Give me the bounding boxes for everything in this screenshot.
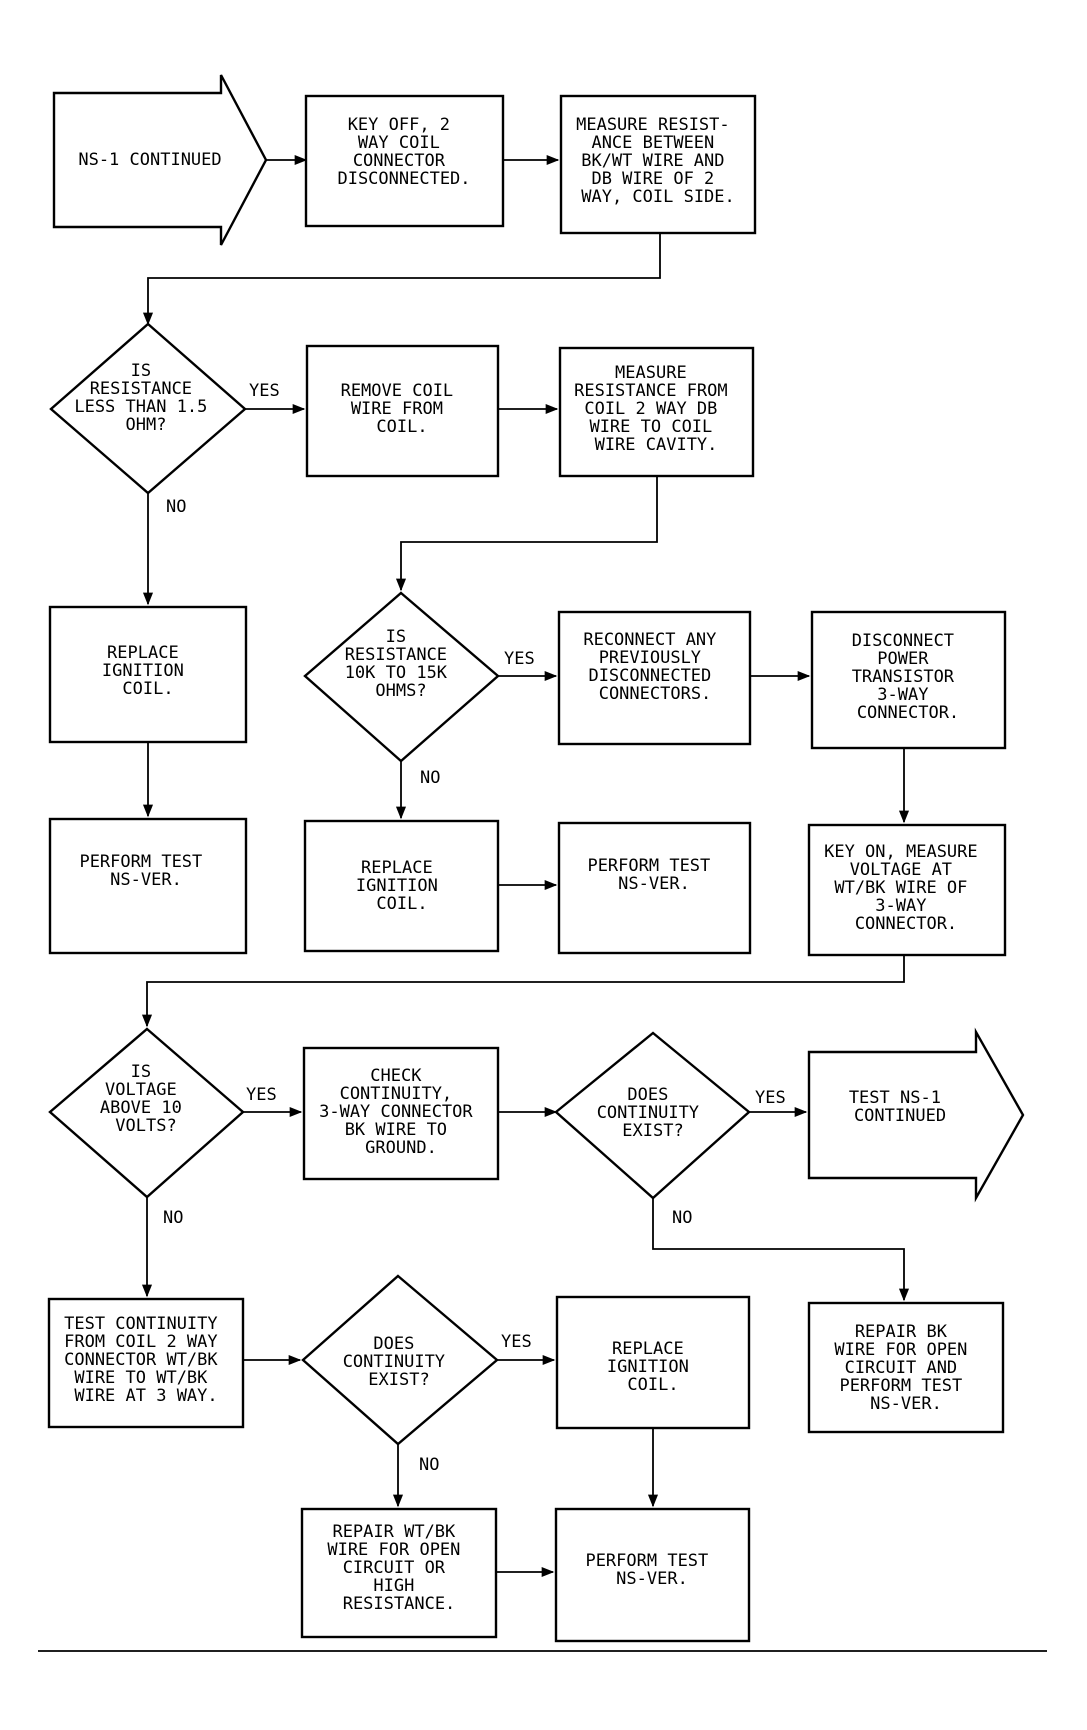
- label-no-3: NO: [163, 1208, 183, 1228]
- label-no-4: NO: [672, 1208, 692, 1228]
- end-arrow-label: TEST NS-1 CONTINUED: [849, 1088, 951, 1126]
- replace-coil-1-box: [48, 605, 248, 744]
- replace-coil-1-label: REPLACE IGNITION COIL.: [102, 643, 194, 699]
- decision-continuity-1: [554, 1031, 751, 1200]
- edge-dec4-no: [652, 1198, 910, 1302]
- edge-measure-to-dec1: [142, 233, 661, 326]
- label-yes-1: YES: [249, 381, 280, 401]
- replace-coil-2-label: REPLACE IGNITION COIL.: [356, 858, 448, 914]
- decision-resistance-1-5-label: IS RESISTANCE LESS THAN 1.5 OHM?: [74, 361, 217, 435]
- node-labels: NS-1 CONTINUED KEY OFF, 2 WAY COIL CONNE…: [64, 115, 988, 1614]
- decision-continuity-1-label: DOES CONTINUITY EXIST?: [597, 1085, 710, 1141]
- replace-coil-3-label: REPLACE IGNITION COIL.: [607, 1339, 699, 1395]
- measure-bkwt-box: [559, 94, 757, 235]
- perform-2-label: PERFORM TEST NS-VER.: [587, 856, 720, 894]
- measure-cavity-box: [558, 346, 755, 478]
- start-arrow-shape: [52, 74, 268, 246]
- label-yes-4: YES: [755, 1088, 786, 1108]
- label-no-5: NO: [419, 1455, 439, 1475]
- perform-3-box: [554, 1507, 751, 1643]
- connectors: [38, 154, 1047, 1652]
- decision-resistance-10k-label: IS RESISTANCE 10K TO 15K OHMS?: [345, 627, 458, 701]
- remove-coil-wire-label: REMOVE COIL WIRE FROM COIL.: [341, 381, 464, 437]
- key-off-label: KEY OFF, 2 WAY COIL CONNECTOR DISCONNECT…: [337, 115, 470, 189]
- decision-resistance-1-5: [49, 322, 247, 495]
- replace-coil-3-box: [555, 1295, 751, 1430]
- edge-labels: YES NO YES NO YES NO YES NO YES NO: [163, 381, 786, 1475]
- decision-resistance-10k: [303, 591, 500, 763]
- decision-voltage-label: IS VOLTAGE ABOVE 10 VOLTS?: [100, 1062, 192, 1136]
- decision-continuity-2: [301, 1274, 499, 1446]
- perform-1-box: [48, 817, 248, 955]
- repair-bk-label: REPAIR BK WIRE FOR OPEN CIRCUIT AND PERF…: [834, 1322, 977, 1414]
- start-arrow-label: NS-1 CONTINUED: [78, 150, 221, 170]
- test-continuity-box: [47, 1297, 245, 1429]
- repair-bk-box: [807, 1301, 1005, 1434]
- check-continuity-box: [302, 1046, 500, 1181]
- label-no-2: NO: [420, 768, 440, 788]
- decision-voltage: [48, 1027, 245, 1199]
- decision-continuity-2-label: DOES CONTINUITY EXIST?: [343, 1334, 456, 1390]
- label-yes-2: YES: [504, 649, 535, 669]
- perform-2-box: [557, 821, 752, 955]
- key-off-box: [304, 94, 505, 228]
- repair-wtbk-label: REPAIR WT/BK WIRE FOR OPEN CIRCUIT OR HI…: [327, 1522, 470, 1614]
- reconnect-label: RECONNECT ANY PREVIOUSLY DISCONNECTED CO…: [583, 630, 726, 704]
- replace-coil-2-box: [303, 819, 500, 953]
- edge-cavity-to-dec2: [395, 476, 658, 592]
- repair-wtbk-box: [300, 1507, 498, 1639]
- label-no-1: NO: [166, 497, 186, 517]
- check-continuity-label: CHECK CONTINUITY, 3-WAY CONNECTOR BK WIR…: [319, 1066, 483, 1158]
- test-continuity-label: TEST CONTINUITY FROM COIL 2 WAY CONNECTO…: [64, 1314, 228, 1406]
- label-yes-3: YES: [246, 1085, 277, 1105]
- perform-3-label: PERFORM TEST NS-VER.: [585, 1551, 718, 1589]
- label-yes-5: YES: [501, 1332, 532, 1352]
- end-arrow-shape: [807, 1027, 1025, 1203]
- key-on-label: KEY ON, MEASURE VOLTAGE AT WT/BK WIRE OF…: [824, 842, 988, 934]
- edge-keyon-to-dec3: [141, 955, 905, 1028]
- shapes: [47, 74, 1025, 1643]
- perform-1-label: PERFORM TEST NS-VER.: [79, 852, 212, 890]
- reconnect-box: [557, 610, 752, 746]
- measure-bkwt-label: MEASURE RESIST- ANCE BETWEEN BK/WT WIRE …: [576, 115, 740, 207]
- measure-cavity-label: MEASURE RESISTANCE FROM COIL 2 WAY DB WI…: [574, 363, 738, 455]
- disconnect-pt-label: DISCONNECT POWER TRANSISTOR 3-WAY CONNEC…: [852, 631, 965, 723]
- disconnect-pt-box: [810, 610, 1007, 750]
- remove-coil-wire-box: [305, 344, 500, 478]
- key-on-box: [807, 823, 1007, 957]
